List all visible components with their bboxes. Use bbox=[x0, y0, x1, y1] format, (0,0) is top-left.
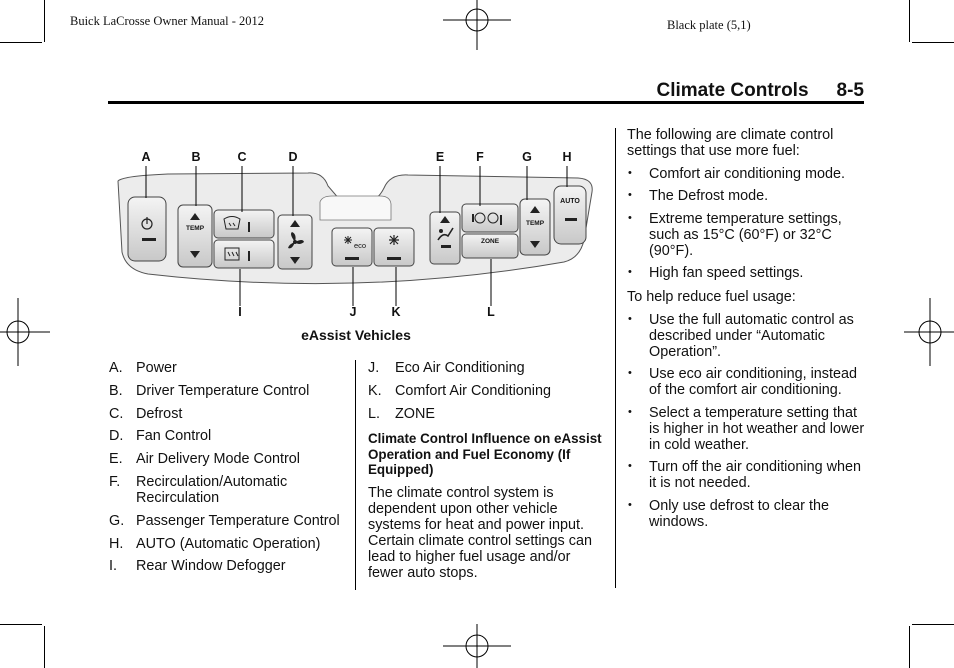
manual-title: Buick LaCrosse Owner Manual - 2012 bbox=[70, 14, 265, 28]
bullet-icon: • bbox=[628, 405, 632, 418]
callout-label-d: D bbox=[288, 150, 298, 164]
legend-item: I.Rear Window Defogger bbox=[109, 558, 286, 575]
bullet-icon: • bbox=[628, 367, 632, 380]
air-delivery-icon bbox=[437, 216, 454, 241]
power-icon bbox=[141, 217, 153, 230]
bullet-item: •Turn off the air conditioning when it i… bbox=[628, 459, 861, 492]
legend-list-right: J.Eco Air Conditioning K.Comfort Air Con… bbox=[368, 360, 608, 428]
recirculation-icon bbox=[474, 212, 486, 224]
bullet-icon: • bbox=[628, 498, 632, 511]
callout-label-l: L bbox=[487, 305, 495, 319]
callout-label-j: J bbox=[349, 305, 357, 319]
figure-caption: eAssist Vehicles bbox=[301, 327, 411, 343]
climate-panel-figure: TEMP TEMP AUTO eco ZONE A B C D E F G H … bbox=[108, 148, 604, 323]
auto-recirculation-icon bbox=[472, 212, 499, 224]
reduce-usage-intro: To help reduce fuel usage: bbox=[627, 289, 796, 305]
callout-label-e: E bbox=[435, 150, 445, 164]
zone-button[interactable]: ZONE bbox=[480, 238, 500, 245]
callout-label-h: H bbox=[562, 150, 572, 164]
reduce-usage-list: •Use the full automatic control as descr… bbox=[627, 312, 867, 536]
callout-lines bbox=[145, 166, 568, 306]
bullet-item: •Extreme temperature settings, such as 1… bbox=[628, 210, 842, 259]
section-title: Climate Controls bbox=[656, 80, 809, 101]
bullet-item: •High fan speed settings. bbox=[628, 265, 804, 282]
legend-list-left: A.Power B.Driver Temperature Control C.D… bbox=[109, 360, 349, 581]
section-header: Climate Controls 8-5 bbox=[0, 80, 865, 102]
bullet-icon: • bbox=[628, 211, 632, 224]
auto-button[interactable]: AUTO bbox=[560, 198, 580, 205]
column-divider bbox=[355, 360, 356, 590]
fuel-settings-list: •Comfort air conditioning mode. •The Def… bbox=[627, 166, 867, 288]
bullet-item: •Select a temperature setting that is hi… bbox=[628, 404, 865, 453]
page-number: 8-5 bbox=[836, 80, 864, 101]
comfort-snowflake-icon bbox=[389, 235, 399, 245]
registration-mark-icon bbox=[904, 298, 954, 366]
callout-label-b: B bbox=[191, 150, 201, 164]
legend-item: G.Passenger Temperature Control bbox=[109, 512, 340, 529]
callout-label-i: I bbox=[238, 305, 242, 319]
eco-ac-button[interactable]: eco bbox=[354, 241, 367, 250]
bullet-item: •Comfort air conditioning mode. bbox=[628, 166, 845, 182]
influence-body: The climate control system is dependent … bbox=[368, 485, 592, 581]
bullet-item: •Use eco air conditioning, instead of th… bbox=[628, 366, 857, 399]
column-divider bbox=[615, 128, 616, 588]
fuel-settings-intro: The following are climate control settin… bbox=[627, 127, 834, 159]
legend-item: L.ZONE bbox=[368, 405, 435, 422]
defrost-icon bbox=[223, 216, 241, 230]
bullet-icon: • bbox=[628, 189, 632, 202]
registration-mark-icon bbox=[0, 298, 50, 366]
legend-item: K.Comfort Air Conditioning bbox=[368, 382, 551, 399]
rear-defog-icon bbox=[224, 247, 240, 261]
plate-label: Black plate (5,1) bbox=[667, 18, 751, 32]
bullet-icon: • bbox=[628, 313, 632, 325]
callout-label-f: F bbox=[476, 150, 484, 164]
crop-mark bbox=[912, 42, 954, 43]
crop-mark bbox=[0, 624, 42, 625]
legend-item: F.Recirculation/Automatic Recirculation bbox=[109, 473, 288, 506]
registration-mark-icon bbox=[443, 0, 511, 50]
influence-heading: Climate Control Influence on eAssist Ope… bbox=[368, 431, 602, 478]
callout-label-k: K bbox=[391, 305, 401, 319]
crop-mark bbox=[912, 624, 954, 625]
fan-icon bbox=[288, 232, 304, 249]
bullet-icon: • bbox=[628, 266, 632, 279]
legend-item: E.Air Delivery Mode Control bbox=[109, 451, 300, 468]
callout-label-g: G bbox=[522, 150, 532, 164]
callout-label-a: A bbox=[141, 150, 151, 164]
eco-snowflake-icon bbox=[344, 236, 352, 244]
bullet-icon: • bbox=[628, 460, 632, 473]
registration-mark-icon bbox=[443, 624, 511, 668]
bullet-icon: • bbox=[628, 167, 632, 179]
crop-mark bbox=[44, 626, 45, 668]
bullet-item: •Only use defrost to clear the windows. bbox=[628, 497, 829, 530]
legend-item: J.Eco Air Conditioning bbox=[368, 360, 525, 376]
bullet-item: •The Defrost mode. bbox=[628, 188, 769, 205]
legend-item: C.Defrost bbox=[109, 405, 183, 422]
legend-item: H.AUTO (Automatic Operation) bbox=[109, 535, 321, 552]
crop-mark bbox=[44, 0, 45, 42]
crop-mark bbox=[909, 0, 910, 42]
header-rule bbox=[108, 101, 864, 104]
legend-item: B.Driver Temperature Control bbox=[109, 382, 310, 399]
callout-label-c: C bbox=[237, 150, 247, 164]
driver-temp-button[interactable]: TEMP bbox=[185, 225, 205, 232]
passenger-temp-button[interactable]: TEMP bbox=[525, 220, 545, 227]
crop-mark bbox=[909, 626, 910, 668]
legend-item: A.Power bbox=[109, 360, 177, 376]
bullet-item: •Use the full automatic control as descr… bbox=[628, 312, 854, 360]
climate-panel-illustration bbox=[117, 172, 593, 285]
crop-mark bbox=[0, 42, 42, 43]
legend-item: D.Fan Control bbox=[109, 428, 212, 445]
